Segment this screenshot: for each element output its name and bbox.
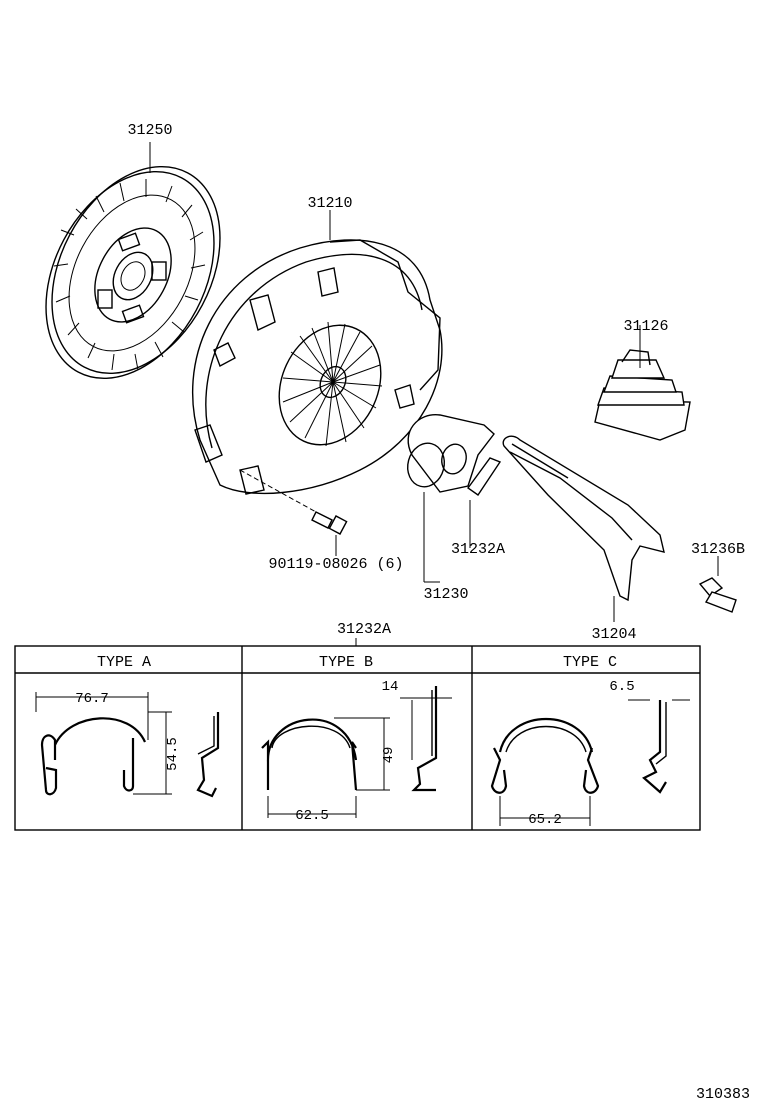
clip-type-c <box>490 699 690 826</box>
clip-type-a <box>35 692 220 798</box>
release-fork-label: 31204 <box>591 626 636 643</box>
pressure-plate-label: 31210 <box>307 195 352 212</box>
type-b-height-dim: 49 <box>381 747 397 764</box>
type-a-header: TYPE A <box>97 654 151 671</box>
clip-type-table <box>14 645 701 831</box>
type-c-header: TYPE C <box>563 654 617 671</box>
release-fork[interactable] <box>502 435 665 622</box>
type-c-width-dim: 65.2 <box>528 812 562 828</box>
figure-code: 310383 <box>696 1086 750 1103</box>
type-b-thickness-dim: 14 <box>382 679 399 695</box>
release-bearing[interactable] <box>403 414 502 583</box>
type-c-thickness-dim: 6.5 <box>609 679 634 695</box>
support-bolt-label: 31236B <box>691 541 745 558</box>
type-a-height-dim: 54.5 <box>165 737 181 771</box>
cover-bolt[interactable] <box>239 469 348 556</box>
clutch-disc[interactable] <box>12 138 254 408</box>
clip-callout-label: 31232A <box>337 621 391 638</box>
type-b-width-dim: 62.5 <box>295 808 329 824</box>
release-bearing-hub-label: 31232A <box>451 541 505 558</box>
type-b-header: TYPE B <box>319 654 373 671</box>
release-fork-boot[interactable] <box>594 325 691 441</box>
boot-label: 31126 <box>623 318 668 335</box>
cover-bolt-label: 90119-08026 (6) <box>268 556 403 573</box>
clip-type-b <box>261 686 452 818</box>
fork-support-bolt[interactable] <box>698 556 737 613</box>
release-bearing-label: 31230 <box>423 586 468 603</box>
clutch-disc-label: 31250 <box>127 122 172 139</box>
pressure-plate[interactable] <box>192 210 443 495</box>
type-a-width-dim: 76.7 <box>75 691 109 707</box>
